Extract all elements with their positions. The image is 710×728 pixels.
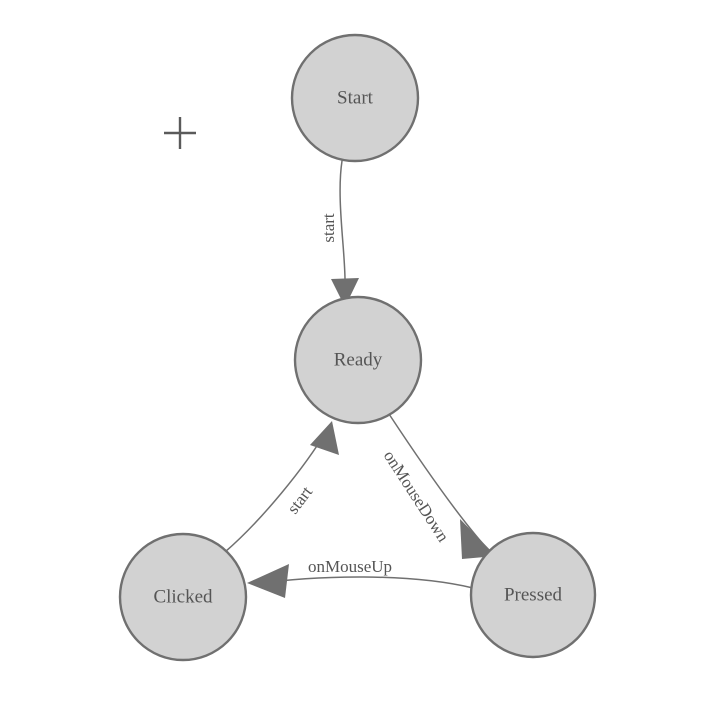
- node-pressed[interactable]: Pressed: [469, 531, 597, 659]
- edge-pressed-to-clicked[interactable]: [254, 576, 474, 589]
- edge-label-ready-to-pressed: onMouseDown: [380, 447, 453, 546]
- node-circle-pressed[interactable]: [469, 531, 597, 659]
- edge-ready-to-pressed[interactable]: [388, 413, 485, 546]
- node-circle-ready[interactable]: [293, 295, 423, 425]
- node-circle-clicked[interactable]: [118, 532, 248, 662]
- node-label-pressed: Pressed: [504, 584, 563, 605]
- arrow-into-pressed: [460, 519, 496, 559]
- arrow-into-ready-from-start: [331, 278, 359, 307]
- node-start[interactable]: Start: [290, 33, 420, 163]
- arrow-into-clicked: [247, 564, 289, 598]
- node-clicked[interactable]: Clicked: [118, 532, 248, 662]
- node-circle-start[interactable]: [290, 33, 420, 163]
- edge-label-start-to-ready: start: [319, 213, 338, 243]
- crosshair-marker: [164, 117, 196, 149]
- node-label-clicked: Clicked: [153, 586, 213, 607]
- edge-label-pressed-to-clicked: onMouseUp: [308, 557, 392, 576]
- edge-start-to-ready[interactable]: [339, 160, 346, 287]
- arrowheads-layer: [247, 278, 496, 598]
- node-ready[interactable]: Ready: [293, 295, 423, 425]
- edge-label-clicked-to-ready: start: [283, 482, 316, 517]
- node-label-start: Start: [337, 87, 374, 108]
- arrow-into-ready-from-clicked: [310, 421, 339, 455]
- node-label-ready: Ready: [334, 349, 383, 370]
